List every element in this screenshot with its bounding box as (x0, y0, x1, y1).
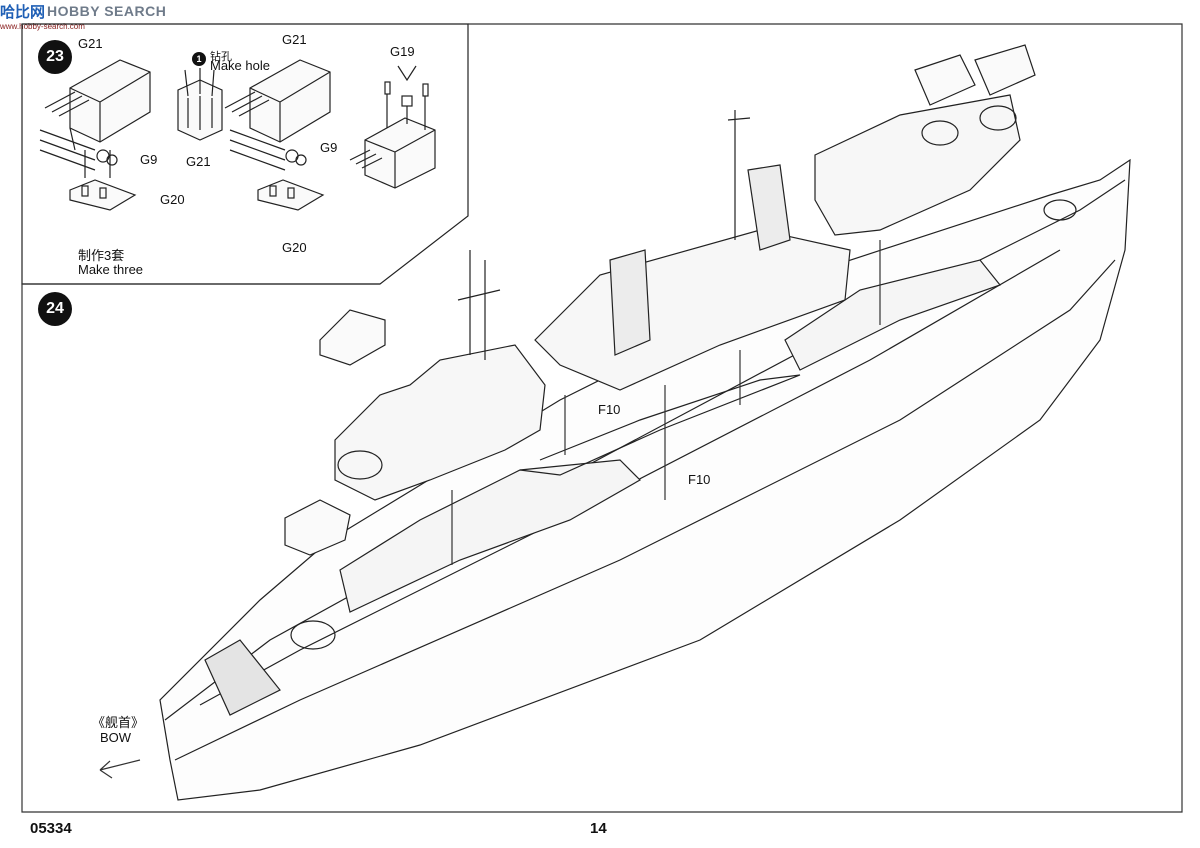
catalog-number: 05334 (30, 820, 72, 837)
part-g21-right-label: G21 (282, 32, 307, 47)
watermark-logo: 哈比网 (0, 3, 46, 21)
part-g9-right-label: G9 (320, 140, 338, 155)
make-hole-en-label: Make hole (210, 58, 270, 73)
watermark-brand: HOBBY SEARCH (47, 3, 167, 19)
make-three-en-label: Make three (78, 262, 144, 277)
step-23-badge: 23 (38, 40, 72, 74)
aft-turret-drawing (284, 499, 351, 556)
part-f10-b-label: F10 (688, 472, 711, 487)
step23-panel-frame (21, 23, 469, 285)
turret-center-drawing (177, 68, 223, 141)
bow-cn-label: 《舰首》 (92, 715, 145, 730)
turret-g19-drawing (349, 65, 436, 189)
drill-hole-icon: 1 (192, 52, 206, 66)
midship-superstructure-drawing (534, 110, 851, 391)
turret-left-drawing (39, 59, 151, 211)
part-g9-left-label: G9 (140, 152, 158, 167)
forward-superstructure-drawing (319, 250, 546, 501)
step-24-badge: 24 (38, 292, 72, 326)
make-three-cn-label: 制作3套 (78, 248, 125, 263)
turret-right-drawing (224, 59, 331, 211)
watermark-url: www.hobby-search.com (0, 22, 85, 31)
watermark: 哈比网 HOBBY SEARCH (0, 0, 166, 22)
bow-arrow (99, 759, 141, 779)
part-g20-right-label: G20 (282, 240, 307, 255)
part-g21-left-label: G21 (78, 36, 103, 51)
part-g20-left-label: G20 (160, 192, 185, 207)
step24-panel-frame (21, 23, 1183, 813)
aft-superstructure-drawing (814, 44, 1036, 236)
make-hole-cn-label: 钻孔 (210, 51, 232, 63)
bow-en-label: BOW (100, 730, 132, 745)
page-number: 14 (590, 820, 607, 837)
part-f10-a-label: F10 (598, 402, 621, 417)
part-g19-label: G19 (390, 44, 415, 59)
ship-hull-drawing (159, 158, 1131, 801)
part-g21-center-label: G21 (186, 154, 211, 169)
